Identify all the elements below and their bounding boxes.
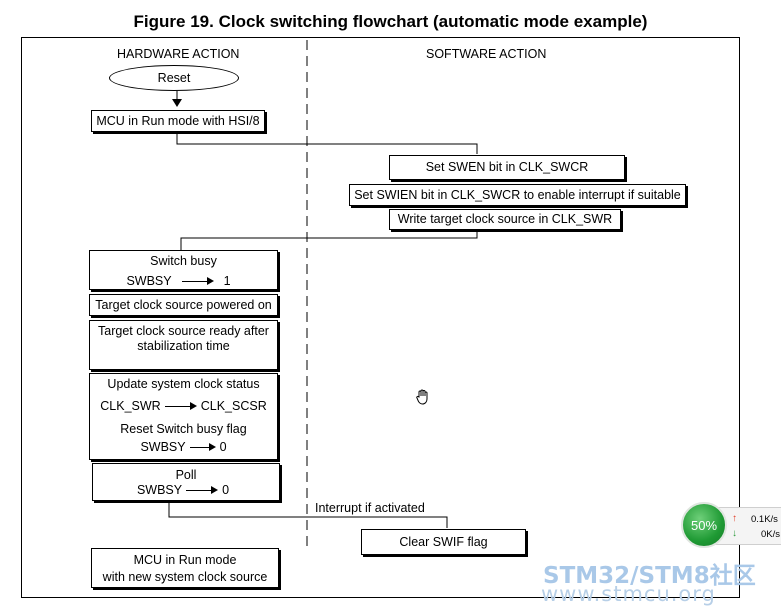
figure-title: Figure 19. Clock switching flowchart (au… bbox=[133, 12, 648, 31]
clear-swif-node: Clear SWIF flag bbox=[361, 529, 526, 555]
upload-rate: 0.1K/s bbox=[751, 514, 778, 525]
clear-swif-label: Clear SWIF flag bbox=[399, 535, 488, 549]
mcu-run-new-line2: with new system clock source bbox=[102, 570, 268, 584]
mcu-run-hsi-label: MCU in Run mode with HSI/8 bbox=[96, 114, 260, 128]
set-swien-node: Set SWIEN bit in CLK_SWCR to enable inte… bbox=[349, 184, 686, 206]
target-ready-line1: Target clock source ready after bbox=[98, 324, 269, 338]
mcu-run-new-line1: MCU in Run mode bbox=[133, 553, 237, 567]
set-swien-label: Set SWIEN bit in CLK_SWCR to enable inte… bbox=[354, 188, 681, 202]
write-target-label: Write target clock source in CLK_SWR bbox=[397, 212, 613, 226]
diagram-frame bbox=[21, 37, 740, 598]
poll-value: 0 bbox=[222, 483, 230, 497]
reset-node: Reset bbox=[109, 65, 239, 91]
assign-target: CLK_SCSR bbox=[200, 399, 267, 413]
write-target-node: Write target clock source in CLK_SWR bbox=[389, 209, 621, 230]
set-swen-label: Set SWEN bit in CLK_SWCR bbox=[425, 160, 589, 174]
memory-gauge[interactable]: 50% bbox=[681, 502, 727, 548]
assign-source: CLK_SWR bbox=[100, 399, 161, 413]
poll-flag: SWBSY bbox=[136, 483, 183, 497]
watermark-url: www.stmcu.org bbox=[541, 582, 716, 606]
mcu-run-new-node: MCU in Run mode with new system clock so… bbox=[91, 548, 279, 588]
connector-poll-to-clear bbox=[168, 501, 448, 528]
switch-busy-value: 1 bbox=[223, 274, 231, 288]
update-status-node: Update system clock status CLK_SWR CLK_S… bbox=[89, 373, 278, 460]
connector-mcu-to-swen bbox=[176, 133, 478, 154]
arrow-up-icon: ↑ bbox=[732, 513, 737, 524]
hand-cursor-icon bbox=[416, 389, 428, 405]
switch-busy-flag: SWBSY bbox=[126, 274, 172, 288]
network-speed-widget[interactable]: ↑ 0.1K/s ↓ 0K/s 50% bbox=[681, 500, 781, 550]
poll-node: Poll SWBSY 0 bbox=[92, 463, 280, 501]
assign-arrow-icon bbox=[164, 402, 197, 412]
gauge-percent: 50% bbox=[690, 517, 718, 533]
reset-label: Reset bbox=[157, 71, 191, 85]
target-powered-node: Target clock source powered on bbox=[89, 294, 278, 316]
flag-name: SWBSY bbox=[140, 440, 186, 454]
poll-title: Poll bbox=[175, 468, 197, 482]
hardware-column-header: HARDWARE ACTION bbox=[117, 47, 240, 61]
assign-arrow-icon bbox=[186, 486, 219, 496]
update-status-title: Update system clock status bbox=[107, 377, 260, 391]
download-rate: 0K/s bbox=[761, 529, 781, 540]
interrupt-label: Interrupt if activated bbox=[313, 501, 427, 515]
reset-flag-label: Reset Switch busy flag bbox=[120, 422, 247, 436]
software-column-header: SOFTWARE ACTION bbox=[426, 47, 547, 61]
connector-write-to-switchbusy bbox=[180, 231, 478, 250]
watermark-brand: STM32/STM8社区 bbox=[543, 563, 756, 589]
arrow-down-icon: ↓ bbox=[732, 528, 737, 539]
assign-arrow-icon bbox=[189, 443, 216, 453]
target-ready-line2: stabilization time bbox=[137, 339, 230, 353]
target-powered-label: Target clock source powered on bbox=[95, 298, 272, 312]
target-ready-node: Target clock source ready after stabiliz… bbox=[89, 320, 278, 370]
switch-busy-node: Switch busy SWBSY 1 bbox=[89, 250, 278, 290]
mcu-run-hsi-node: MCU in Run mode with HSI/8 bbox=[91, 110, 265, 132]
set-swen-node: Set SWEN bit in CLK_SWCR bbox=[389, 155, 625, 180]
switch-busy-title: Switch busy bbox=[150, 254, 217, 268]
flag-value: 0 bbox=[219, 440, 227, 454]
assign-arrow-icon bbox=[181, 277, 214, 287]
arrowhead-reset bbox=[172, 99, 182, 107]
